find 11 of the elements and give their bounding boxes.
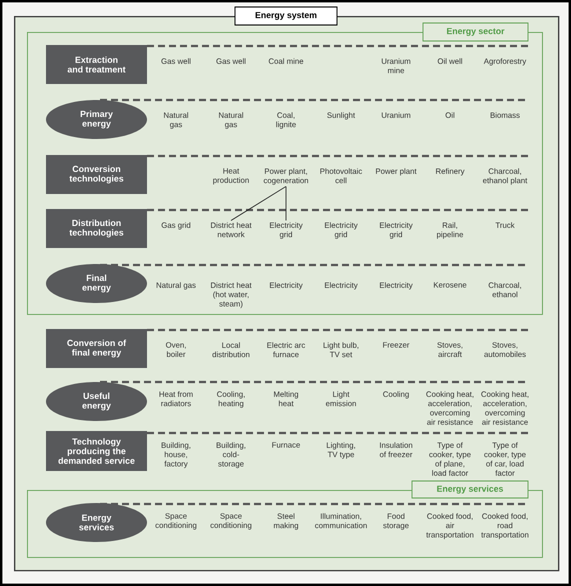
category-box: Extraction and treatment	[46, 45, 147, 84]
category-box: Distribution technologies	[46, 209, 147, 248]
category-box: Conversion technologies	[46, 155, 147, 194]
group-panel	[27, 480, 543, 558]
panel-label: Energy sector	[422, 22, 528, 42]
group-panel	[27, 22, 543, 315]
connector-line	[230, 186, 286, 221]
category-box: Technology producing the demanded service	[46, 431, 147, 471]
panel-label: Energy services	[412, 480, 528, 498]
panel-title: Energy system	[234, 6, 338, 26]
category-box: Conversion of final energy	[46, 329, 147, 368]
